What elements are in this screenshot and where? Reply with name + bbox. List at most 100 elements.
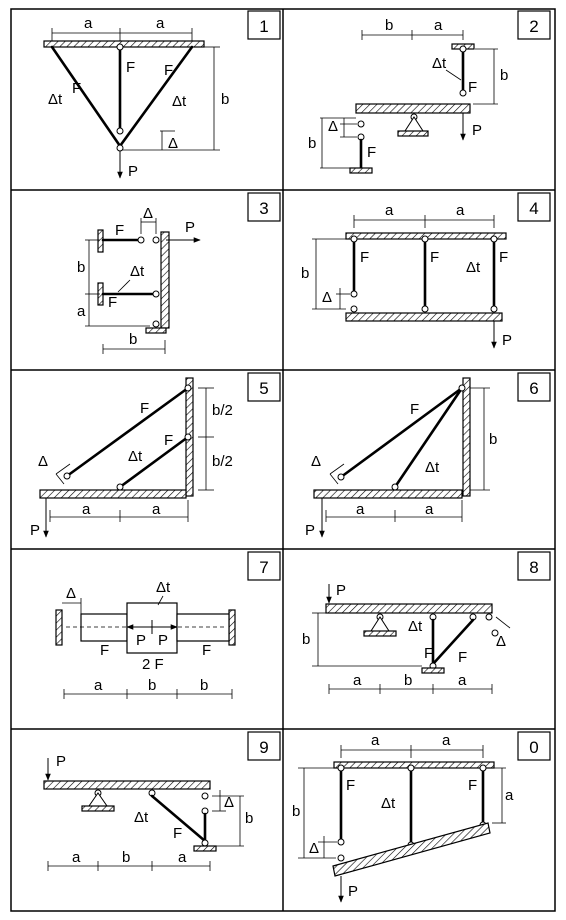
dim-label: a: [82, 501, 91, 518]
panel-1: 1 a a b Δ F F F Δt Δt P: [43, 10, 281, 180]
dim-label: b/2: [212, 402, 233, 419]
dim-label: a: [356, 501, 365, 518]
force-label: F: [100, 642, 109, 659]
panel-number: 6: [529, 379, 538, 398]
dim-label: b/2: [212, 453, 233, 470]
dim-label: b: [308, 135, 316, 152]
rigid-beam: [313, 489, 463, 499]
load-label: P: [128, 163, 138, 180]
grid-frame: [10, 8, 556, 912]
dim-label: b: [385, 17, 393, 34]
force-label: F: [367, 144, 376, 161]
bar-right: [176, 613, 230, 642]
force-label: F: [346, 777, 355, 794]
dim-label: b: [200, 677, 208, 694]
hinge: [116, 43, 124, 51]
dim-label: a: [84, 15, 93, 32]
rod-left: [50, 45, 122, 148]
panel-6: 6 P Δ F Δt b a a: [305, 372, 551, 539]
panel-number: 9: [259, 738, 268, 757]
dim-label: b: [301, 265, 309, 282]
load-label: P: [158, 632, 168, 649]
bar-left: [80, 613, 128, 642]
panel-number-box: [247, 10, 281, 40]
gap-label: Δ: [224, 794, 234, 811]
dim-label: b: [500, 67, 508, 84]
dim-label: a: [505, 787, 514, 804]
load-label: P: [185, 219, 195, 236]
rigid-beam: [345, 312, 503, 322]
panel-8: 8 P Δ Δt F F b a b a: [302, 551, 551, 694]
dim-label: b: [221, 91, 229, 108]
rigid-beam: [325, 603, 493, 614]
load-label: P: [30, 522, 40, 539]
wall: [462, 377, 471, 497]
load-label: P: [136, 632, 146, 649]
rod-right: [118, 45, 194, 148]
panel-number: 0: [529, 738, 538, 757]
panel-3: 3 Δ F P b a Δt F b: [77, 192, 281, 354]
thermal-label: Δt: [130, 263, 145, 280]
gap-label: Δ: [311, 453, 321, 470]
dim-label: b: [148, 677, 156, 694]
load-label: P: [348, 883, 358, 900]
panel-number: 1: [259, 17, 268, 36]
rigid-beam: [39, 489, 187, 499]
gap-label: Δ: [322, 289, 332, 306]
load-label: P: [305, 522, 315, 539]
panel-number: 8: [529, 558, 538, 577]
dim-label: b: [77, 259, 85, 276]
gap-label: Δ: [38, 453, 48, 470]
thermal-label: Δt: [48, 91, 63, 108]
dim-label: a: [442, 732, 451, 749]
dim-label: a: [94, 677, 103, 694]
thermal-label: Δt: [156, 579, 171, 596]
rigid-beam: [355, 103, 471, 114]
force-label: F: [468, 79, 477, 96]
dim-label: b: [122, 849, 130, 866]
thermal-label: Δt: [425, 459, 440, 476]
force-label: F: [499, 249, 508, 266]
force-label: F: [360, 249, 369, 266]
force-label: F: [468, 777, 477, 794]
panel-number: 7: [259, 558, 268, 577]
dim-label: b: [245, 810, 253, 827]
panel-number: 3: [259, 199, 268, 218]
dim-label: a: [425, 501, 434, 518]
dim-label: a: [456, 202, 465, 219]
force-label: F: [410, 401, 419, 418]
dim-label: a: [178, 849, 187, 866]
force-label: F: [202, 642, 211, 659]
force-label: F: [108, 294, 117, 311]
force-label: F: [164, 62, 173, 79]
thermal-label: Δt: [408, 618, 423, 635]
force-label: F: [140, 400, 149, 417]
dim-label: b: [129, 331, 137, 348]
rigid-beam: [43, 780, 211, 790]
force-label: F: [115, 222, 124, 239]
fixed-support: [43, 40, 205, 48]
force-label: F: [164, 432, 173, 449]
force-label: F: [424, 645, 433, 662]
panel-4: 4 a a b Δ F F Δt F P: [301, 192, 551, 349]
force-label: F: [72, 80, 81, 97]
dim-label: b: [302, 631, 310, 648]
panel-number: 4: [529, 199, 538, 218]
gap-label: Δ: [143, 205, 153, 222]
force-label: F: [458, 649, 467, 666]
wall-right: [228, 609, 236, 646]
dim-label: a: [353, 672, 362, 689]
thermal-label: Δt: [172, 93, 187, 110]
thermal-label: Δt: [466, 259, 481, 276]
gap-label: Δ: [168, 135, 178, 152]
force-label: F: [173, 825, 182, 842]
rigid-beam: [160, 231, 170, 329]
gap-label: Δ: [496, 633, 506, 650]
thermal-label: Δt: [128, 448, 143, 465]
panel-number: 5: [259, 379, 268, 398]
dim-label: a: [152, 501, 161, 518]
panel-5: 5 P Δ F F Δt b/2 b/2 a a: [30, 372, 281, 539]
load-label: P: [56, 753, 66, 770]
panel-7: 7 P P Δ Δt F 2 F F a b b: [55, 551, 281, 699]
